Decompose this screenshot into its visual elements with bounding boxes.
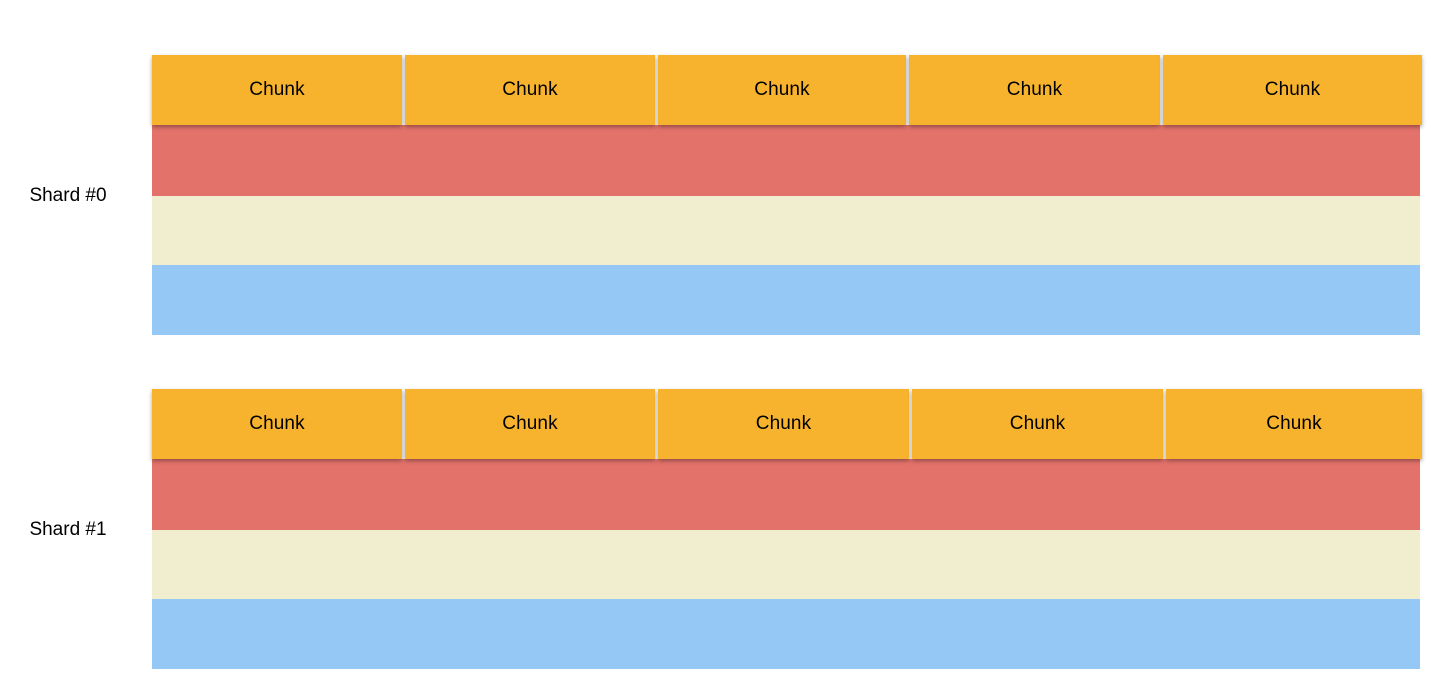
chunk-cell[interactable]: Chunk xyxy=(909,55,1160,125)
chunk-cell[interactable]: Chunk xyxy=(152,389,402,459)
shard-row-0: Shard #0 Chunk Chunk Chunk Chunk xyxy=(0,55,1449,335)
shard-label-1: Shard #1 xyxy=(29,519,107,540)
shard-1-cream-band xyxy=(152,530,1420,599)
chunk-cell[interactable]: Chunk xyxy=(1163,55,1422,125)
shard-0-red-band xyxy=(152,125,1420,196)
shard-1-red-band xyxy=(152,459,1420,530)
chunk-cell[interactable]: Chunk xyxy=(152,55,402,125)
chunk-label: Chunk xyxy=(502,412,558,434)
chunk-cell[interactable]: Chunk xyxy=(658,389,909,459)
shard-0-chunk-row: Chunk Chunk Chunk Chunk Chunk xyxy=(152,55,1422,125)
chunk-label: Chunk xyxy=(1264,78,1321,100)
shard-1-chunk-row: Chunk Chunk Chunk Chunk Chunk xyxy=(152,389,1422,459)
chunk-cell[interactable]: Chunk xyxy=(1166,389,1422,459)
chunk-label: Chunk xyxy=(1009,412,1066,434)
chunk-cell[interactable]: Chunk xyxy=(912,389,1163,459)
shard-label-0: Shard #0 xyxy=(29,185,107,206)
shard-bands-1: Chunk Chunk Chunk Chunk Chunk xyxy=(152,389,1422,669)
shard-0-cream-band xyxy=(152,196,1420,265)
chunk-label: Chunk xyxy=(1006,78,1063,100)
chunk-cell[interactable]: Chunk xyxy=(405,55,655,125)
chunk-cell[interactable]: Chunk xyxy=(405,389,655,459)
shard-bands-0: Chunk Chunk Chunk Chunk Chunk xyxy=(152,55,1422,335)
chunk-label: Chunk xyxy=(755,412,812,434)
chunk-label: Chunk xyxy=(249,412,305,434)
chunk-label: Chunk xyxy=(1266,412,1322,434)
shard-1-blue-band xyxy=(152,599,1420,669)
chunk-label: Chunk xyxy=(249,78,305,100)
chunk-label: Chunk xyxy=(502,78,558,100)
chunk-label: Chunk xyxy=(754,78,810,100)
shard-0-blue-band xyxy=(152,265,1420,335)
shard-row-1: Shard #1 Chunk Chunk Chunk Chunk xyxy=(0,389,1449,669)
chunk-cell[interactable]: Chunk xyxy=(658,55,906,125)
